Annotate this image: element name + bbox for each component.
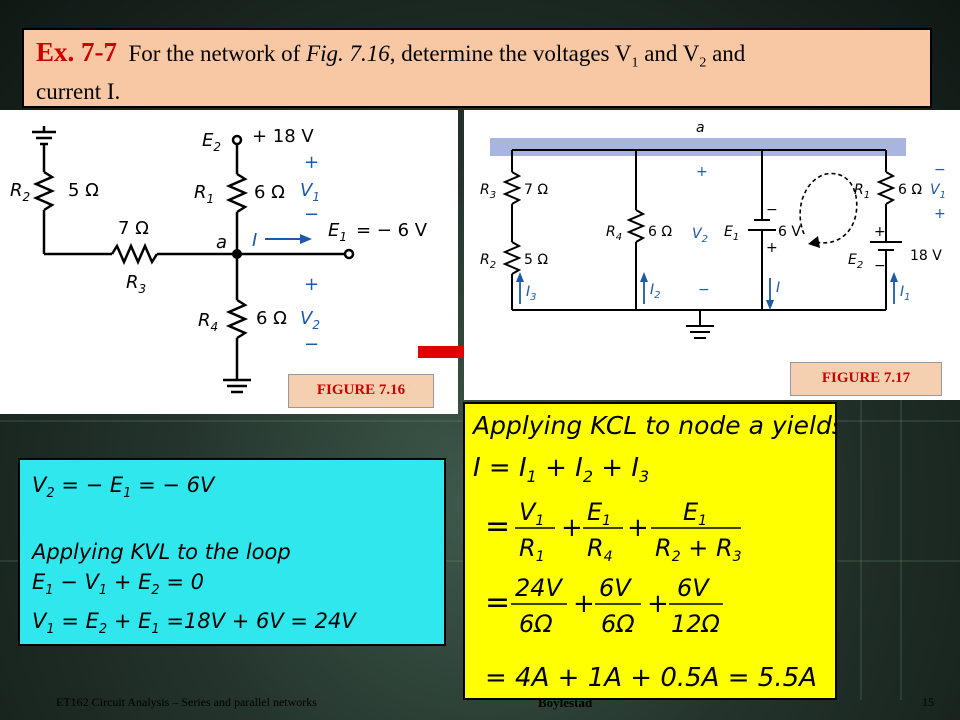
label-v1-minus: − bbox=[304, 204, 319, 225]
figure-7-17-label: FIGURE 7.17 bbox=[790, 362, 942, 396]
kcl-heading: Applying KCL to node a yields bbox=[471, 411, 835, 440]
label-r4-value: 6 Ω bbox=[648, 224, 672, 240]
node-a-bus bbox=[490, 138, 906, 156]
label-e1: E1 bbox=[724, 224, 739, 243]
title-line-2: current I. bbox=[36, 78, 121, 104]
label-v1-minus: − bbox=[934, 162, 946, 178]
label-r4-value: 6 Ω bbox=[256, 308, 287, 329]
svg-text:6V: 6V bbox=[599, 574, 632, 602]
svg-text:6Ω: 6Ω bbox=[601, 610, 635, 638]
v1-equation: V1 = E2 + E1 =18V + 6V = 24V bbox=[32, 609, 356, 638]
label-r3: R3 bbox=[480, 182, 496, 201]
label-r1-value: 6 Ω bbox=[898, 182, 922, 198]
label-v1-plus: + bbox=[304, 152, 319, 173]
label-e2-value: 18 V bbox=[910, 248, 942, 264]
label-e1-plus: + bbox=[766, 240, 778, 256]
kcl-equation-1: I = I1 + I2 + I3 bbox=[473, 453, 649, 486]
svg-text:R1: R1 bbox=[519, 534, 545, 565]
label-v2: V2 bbox=[300, 308, 320, 332]
label-v1: V1 bbox=[930, 182, 946, 201]
svg-text:12Ω: 12Ω bbox=[671, 610, 721, 638]
svg-text:R2 + R3: R2 + R3 bbox=[655, 534, 742, 565]
label-v1-plus: + bbox=[934, 206, 946, 222]
figure-7-17-panel: a R3 7 Ω R2 5 Ω I3 R4 6 Ω I2 + V2 − E1 −… bbox=[464, 110, 960, 400]
kvl-heading: Applying KVL to the loop bbox=[32, 540, 291, 565]
kcl-equation-2: = V1 R1 + E1 R4 + E1 R2 + R3 bbox=[485, 498, 742, 565]
label-i1: I1 bbox=[900, 284, 911, 303]
label-v2-minus: − bbox=[698, 282, 710, 298]
svg-text:+: + bbox=[647, 589, 669, 619]
label-r2: R2 bbox=[10, 180, 30, 204]
label-r3-value: 7 Ω bbox=[524, 182, 548, 198]
label-e1-value: = − 6 V bbox=[356, 220, 428, 241]
label-r2-value: 5 Ω bbox=[68, 180, 99, 201]
footer-course: ET162 Circuit Analysis – Series and para… bbox=[56, 695, 317, 709]
svg-text:=: = bbox=[485, 585, 510, 620]
label-v2-plus: + bbox=[304, 274, 319, 295]
v2-equation: V2 = − E1 = − 6V bbox=[32, 473, 215, 502]
background-line bbox=[860, 400, 862, 700]
svg-text:V1: V1 bbox=[519, 498, 544, 529]
label-e2-minus: − bbox=[874, 258, 886, 274]
kcl-equation-3: = 24V 6Ω + 6V 6Ω + 6V 12Ω bbox=[485, 574, 723, 638]
label-node-a: a bbox=[696, 120, 705, 136]
svg-text:6V: 6V bbox=[677, 574, 710, 602]
label-v2-minus: − bbox=[304, 334, 319, 355]
kcl-equations: Applying KCL to node a yields I = I1 + I… bbox=[471, 411, 845, 693]
background-line bbox=[900, 400, 902, 700]
label-i3: I3 bbox=[526, 284, 537, 303]
label-plus18v: + 18 V bbox=[252, 126, 314, 147]
label-r2-value: 5 Ω bbox=[524, 252, 548, 268]
svg-text:E1: E1 bbox=[587, 498, 611, 529]
kcl-equation-4: = 4A + 1A + 0.5A = 5.5A bbox=[485, 663, 817, 693]
label-r1: R1 bbox=[194, 182, 214, 206]
svg-text:E1: E1 bbox=[683, 498, 707, 529]
figure-7-17-circuit: a R3 7 Ω R2 5 Ω I3 R4 6 Ω I2 + V2 − E1 −… bbox=[480, 120, 946, 339]
figure-7-16-panel: E2 + 18 V R2 5 Ω R1 6 Ω + V1 − 7 Ω R3 a … bbox=[0, 110, 458, 414]
label-current-i: I bbox=[252, 230, 257, 251]
label-e2-plus: + bbox=[874, 224, 886, 240]
label-current-i: I bbox=[776, 280, 780, 296]
svg-text:+: + bbox=[573, 589, 595, 619]
title-text: For the network of Fig. 7.16, determine … bbox=[128, 41, 746, 71]
label-v1: V1 bbox=[300, 180, 320, 204]
label-node-a: a bbox=[216, 232, 227, 253]
label-r4: R4 bbox=[198, 310, 218, 334]
label-r1-value: 6 Ω bbox=[254, 182, 285, 203]
svg-text:6Ω: 6Ω bbox=[519, 610, 553, 638]
label-e1-minus: − bbox=[766, 202, 778, 218]
label-r3-value: 7 Ω bbox=[118, 218, 149, 239]
svg-text:=: = bbox=[485, 509, 510, 544]
example-title-box: Ex. 7-7 For the network of Fig. 7.16, de… bbox=[22, 28, 932, 108]
svg-text:+: + bbox=[627, 513, 649, 543]
label-v2-plus: + bbox=[696, 164, 708, 180]
label-e2: E2 bbox=[848, 252, 863, 271]
label-v2: V2 bbox=[692, 226, 708, 245]
svg-text:R4: R4 bbox=[587, 534, 613, 565]
svg-text:+: + bbox=[561, 513, 583, 543]
label-e1: E1 bbox=[328, 220, 347, 244]
label-r4: R4 bbox=[606, 224, 622, 243]
example-number: Ex. 7-7 bbox=[36, 37, 117, 67]
kvl-equation: E1 − V1 + E2 = 0 bbox=[32, 570, 204, 599]
label-r3: R3 bbox=[126, 272, 146, 296]
figure-7-16-label: FIGURE 7.16 bbox=[288, 374, 434, 408]
svg-text:24V: 24V bbox=[515, 574, 564, 602]
label-r2: R2 bbox=[480, 252, 496, 271]
label-r1: R1 bbox=[854, 182, 870, 201]
figure-7-16-circuit: E2 + 18 V R2 5 Ω R1 6 Ω + V1 − 7 Ω R3 a … bbox=[10, 126, 428, 394]
label-e2: E2 bbox=[202, 130, 221, 154]
kcl-solution-box: Applying KCL to node a yields I = I1 + I… bbox=[463, 402, 845, 700]
kvl-solution-box: V2 = − E1 = − 6V Applying KVL to the loo… bbox=[18, 458, 446, 646]
loop-arrow-icon bbox=[799, 172, 858, 244]
footer-page-number: 15 bbox=[922, 695, 934, 709]
label-e1-value: 6 V bbox=[778, 224, 801, 240]
node-a-dot bbox=[232, 249, 242, 259]
label-i2: I2 bbox=[650, 282, 661, 301]
footer-author: Boylestad bbox=[538, 695, 593, 710]
